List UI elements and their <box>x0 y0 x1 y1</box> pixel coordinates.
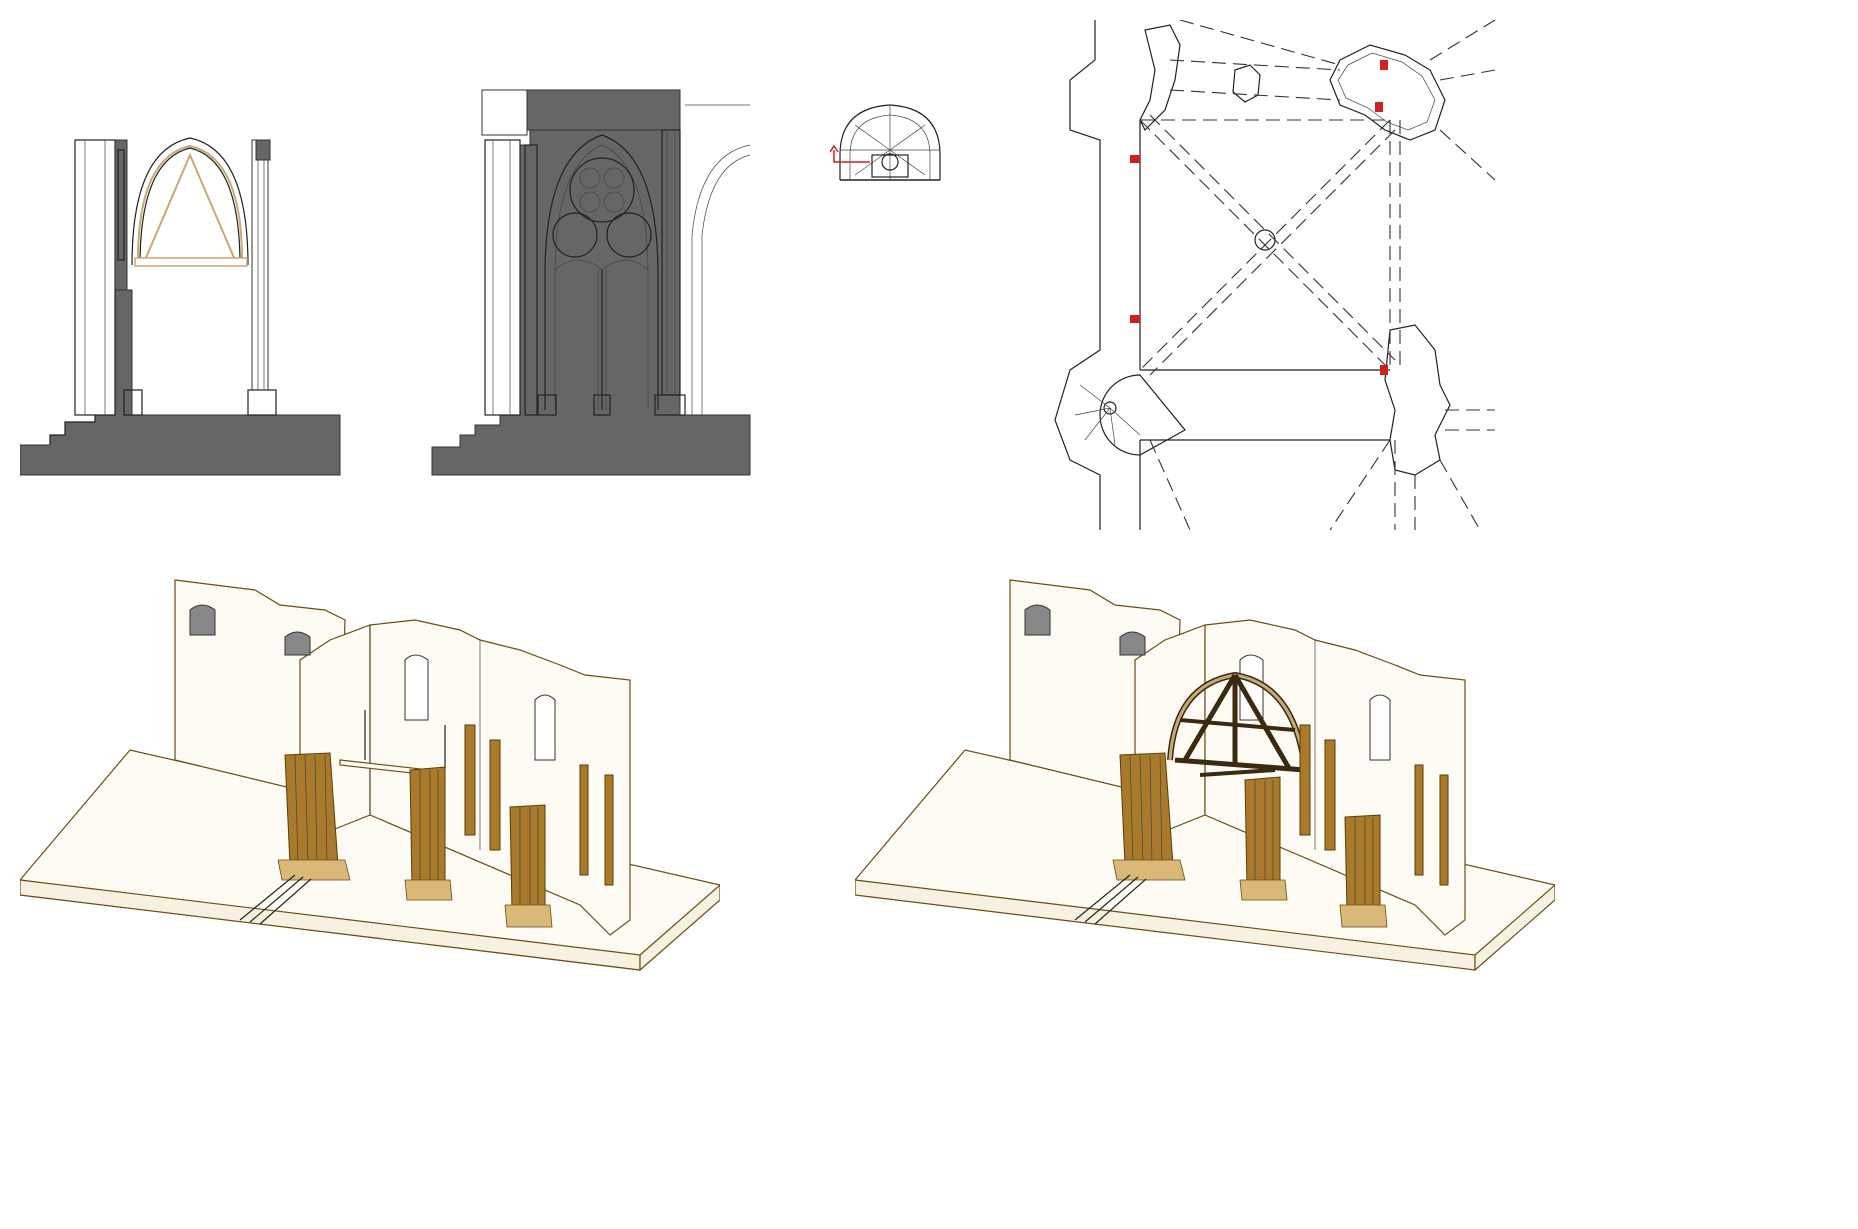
floor-plan-panel <box>1050 20 1500 535</box>
column-3 <box>1339 814 1388 928</box>
column-2 <box>404 766 453 901</box>
section-a-drawing <box>20 137 341 476</box>
axonometric-b-panel <box>855 575 1555 975</box>
column-1 <box>277 752 351 881</box>
timber-centering <box>1167 671 1308 777</box>
key-plan-panel <box>830 100 950 185</box>
section-a-panel <box>20 130 350 480</box>
section-b-drawing <box>431 89 751 476</box>
section-b-panel <box>430 85 760 480</box>
column-3 <box>504 804 553 928</box>
axonometric-b-drawing <box>855 579 1555 972</box>
axonometric-a-drawing <box>20 579 720 972</box>
column-2 <box>1239 776 1288 901</box>
axonometric-a-panel <box>20 575 720 975</box>
column-1 <box>1112 752 1186 881</box>
key-plan-drawing <box>830 104 941 181</box>
floor-plan-drawing <box>1054 20 1496 531</box>
